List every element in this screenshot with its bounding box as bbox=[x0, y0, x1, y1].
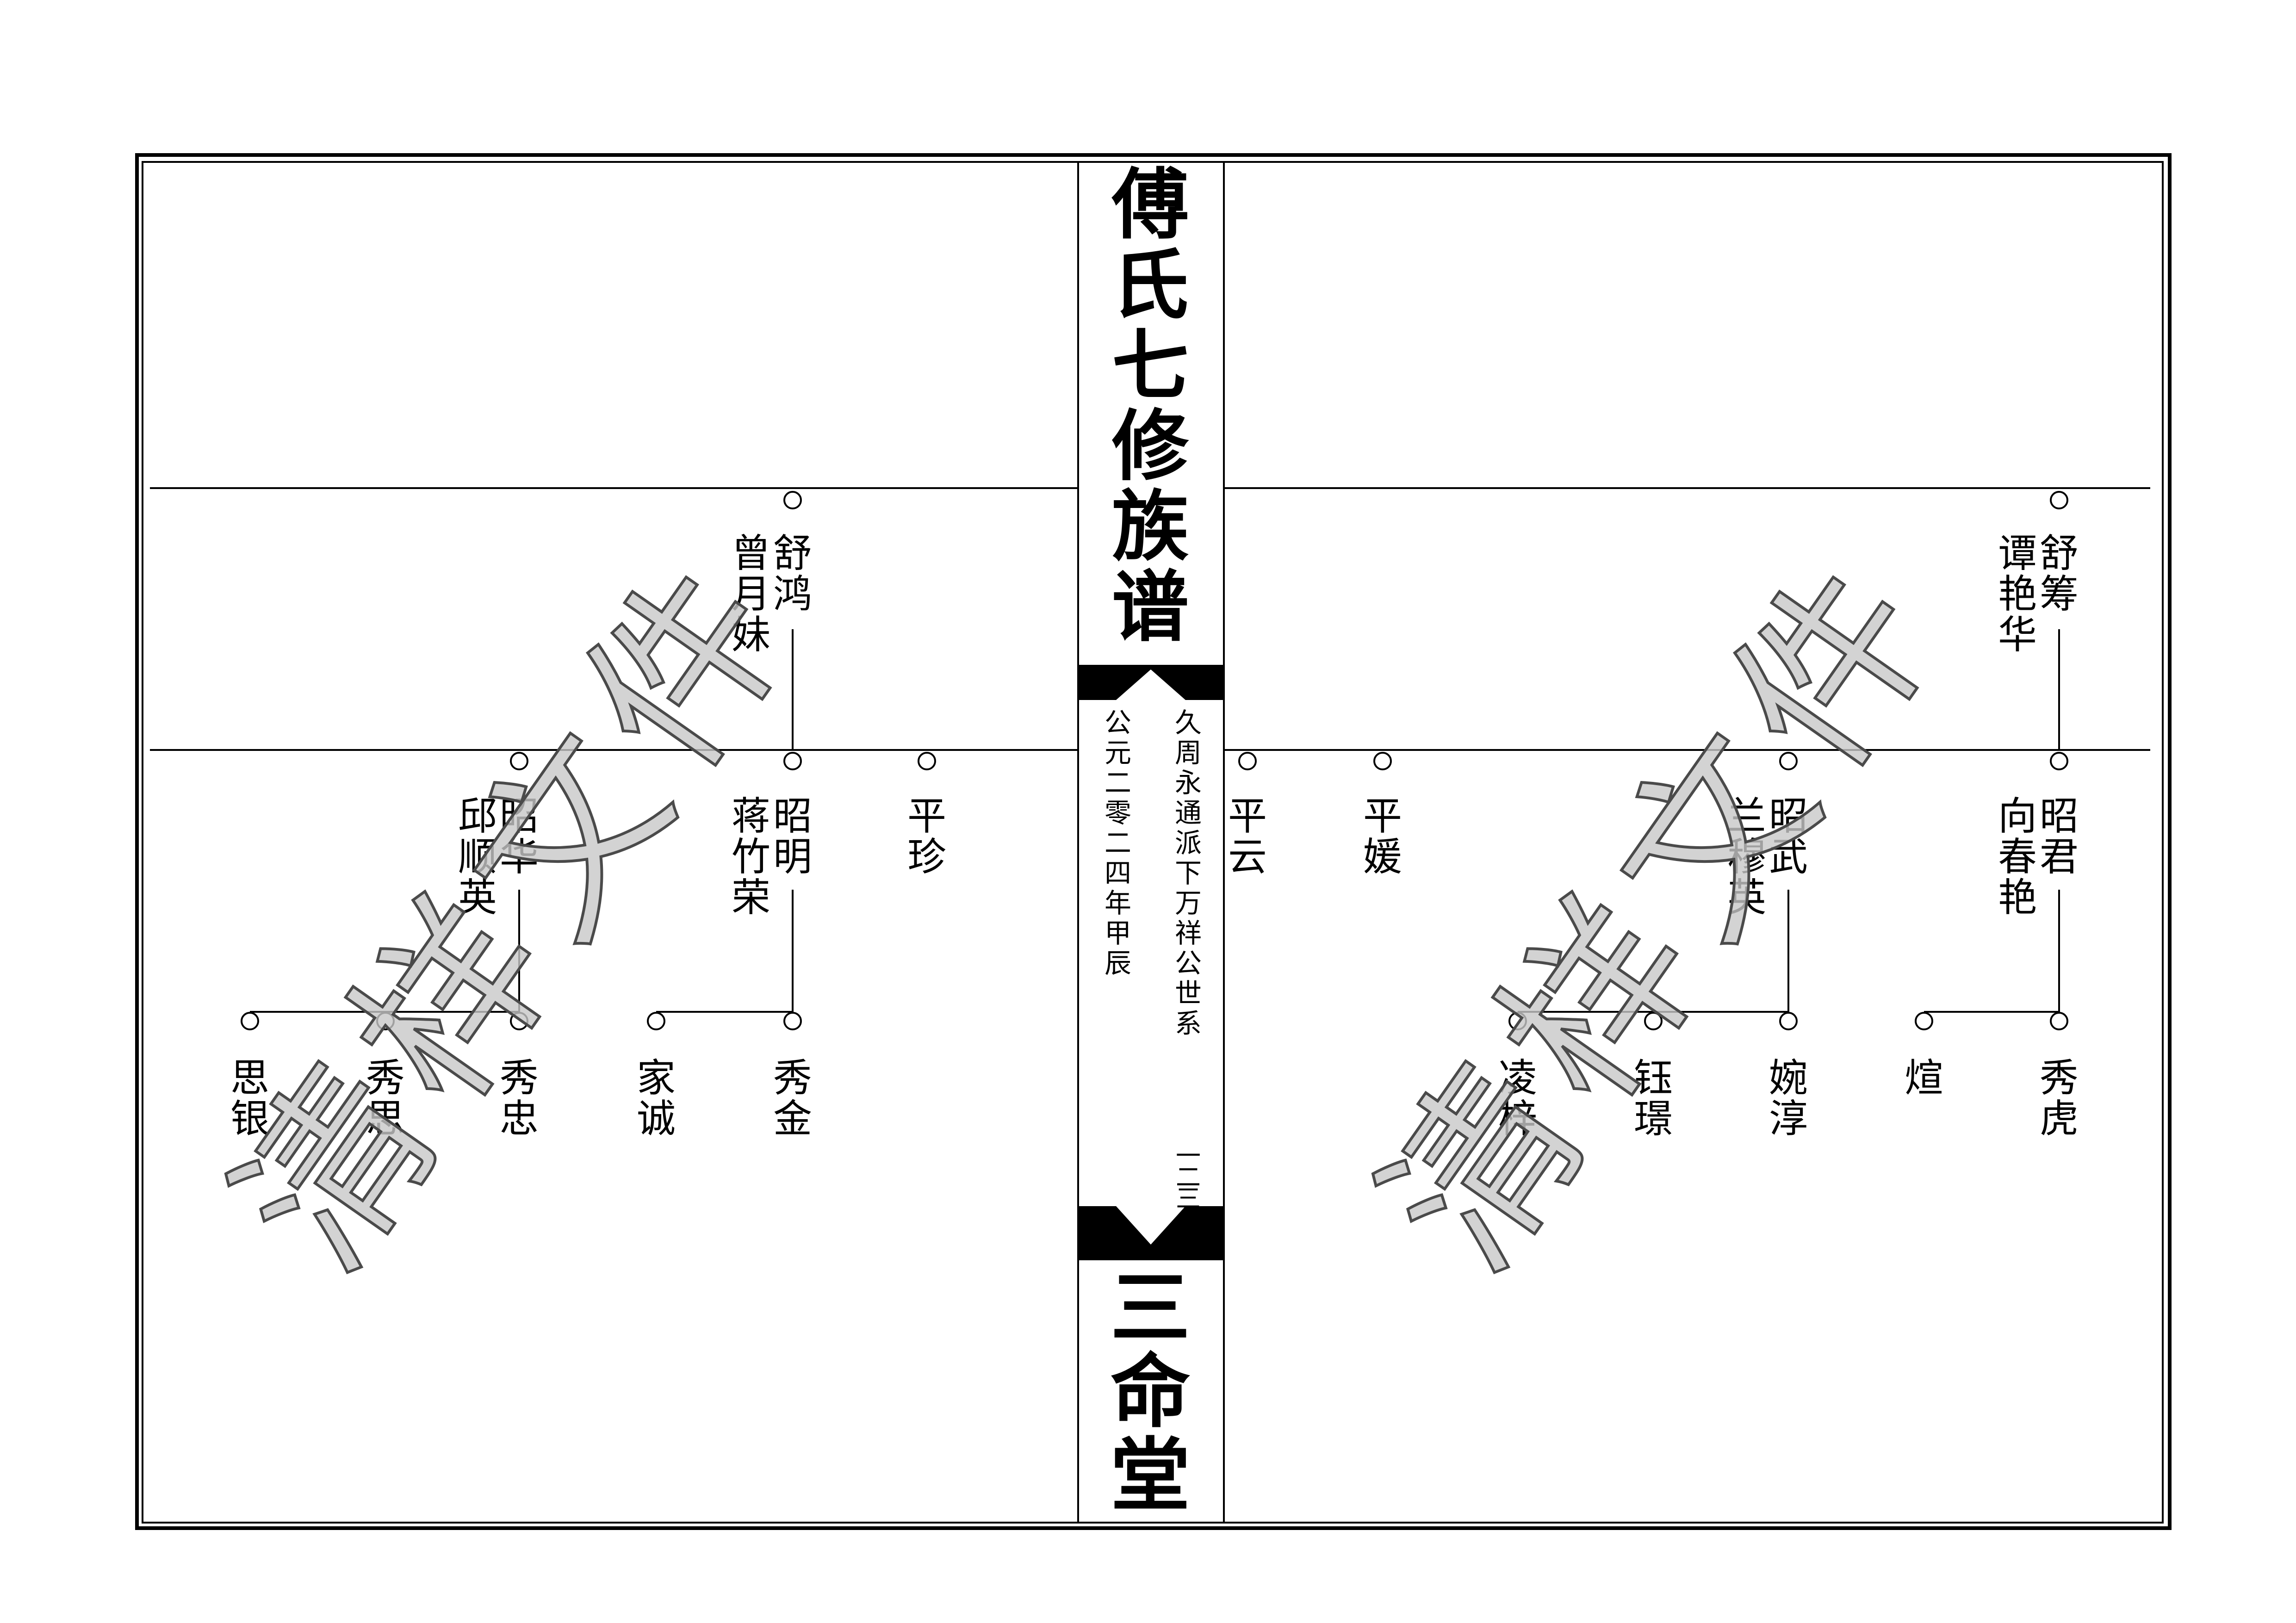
generation-node-marker bbox=[783, 491, 802, 509]
person-name: 秀忠 bbox=[499, 1055, 539, 1141]
generation-node-marker bbox=[647, 1012, 665, 1030]
lineage-branch-label: 久周永通派下万祥公世系 bbox=[1174, 707, 1202, 1039]
generation-node-marker bbox=[2050, 1012, 2068, 1030]
spouse-name: 谭艳华 bbox=[1998, 531, 2037, 657]
person-name: 平媛 bbox=[1363, 793, 1402, 880]
person-name: 思银 bbox=[230, 1055, 269, 1141]
person-name: 煊 bbox=[1904, 1055, 1943, 1101]
spouse-name: 向春艳 bbox=[1998, 793, 2037, 920]
person-name: 舒筹 bbox=[2039, 531, 2079, 617]
person-name: 秀思 bbox=[366, 1055, 405, 1141]
generation-node-marker bbox=[1508, 1012, 1527, 1030]
person-name: 昭君 bbox=[2039, 793, 2079, 880]
edition-date: 公元二零二四年甲辰 bbox=[1104, 707, 1131, 979]
generation-node-marker bbox=[918, 752, 936, 770]
generation-node-marker bbox=[1779, 752, 1798, 770]
generation-node-marker bbox=[1373, 752, 1392, 770]
generation-node-marker bbox=[510, 1012, 528, 1030]
generation-node-marker bbox=[1915, 1012, 1933, 1030]
generation-node-marker bbox=[1779, 1012, 1798, 1030]
upper-fishtail bbox=[1078, 665, 1224, 700]
person-name: 昭武 bbox=[1769, 793, 1808, 880]
spouse-name: 兰穆英 bbox=[1727, 793, 1766, 920]
generation-node-marker bbox=[510, 752, 528, 770]
person-name: 秀金 bbox=[773, 1055, 812, 1141]
hall-name: 三命堂 bbox=[1111, 1261, 1190, 1522]
person-name: 舒鸿 bbox=[773, 531, 812, 617]
generation-node-marker bbox=[2050, 491, 2068, 509]
generation-node-marker bbox=[1238, 752, 1257, 770]
generation-node-marker bbox=[1644, 1012, 1663, 1030]
person-name: 昭华 bbox=[499, 793, 539, 880]
genealogy-title: 傅氏七修族谱 bbox=[1112, 160, 1189, 652]
lower-fishtail bbox=[1078, 1206, 1224, 1260]
spouse-name: 蒋竹荣 bbox=[731, 793, 770, 920]
generation-node-marker bbox=[2050, 752, 2068, 770]
spouse-name: 邱顺英 bbox=[458, 793, 497, 920]
generation-node-marker bbox=[376, 1012, 395, 1030]
person-name: 钰璟 bbox=[1633, 1055, 1673, 1141]
person-name: 昭明 bbox=[773, 793, 812, 880]
spouse-name: 曾月妹 bbox=[731, 531, 770, 657]
outer-border bbox=[135, 153, 2172, 1530]
generation-node-marker bbox=[783, 1012, 802, 1030]
person-name: 平云 bbox=[1228, 793, 1267, 880]
person-name: 家诚 bbox=[636, 1055, 676, 1141]
inner-border bbox=[142, 161, 2164, 1524]
person-name: 凌梓 bbox=[1498, 1055, 1537, 1141]
person-name: 平珍 bbox=[907, 793, 946, 880]
generation-node-marker bbox=[241, 1012, 259, 1030]
person-name: 秀虎 bbox=[2039, 1055, 2079, 1141]
generation-node-marker bbox=[783, 752, 802, 770]
person-name: 婉淳 bbox=[1769, 1055, 1808, 1141]
page-number: 一二三 bbox=[1176, 1141, 1201, 1213]
